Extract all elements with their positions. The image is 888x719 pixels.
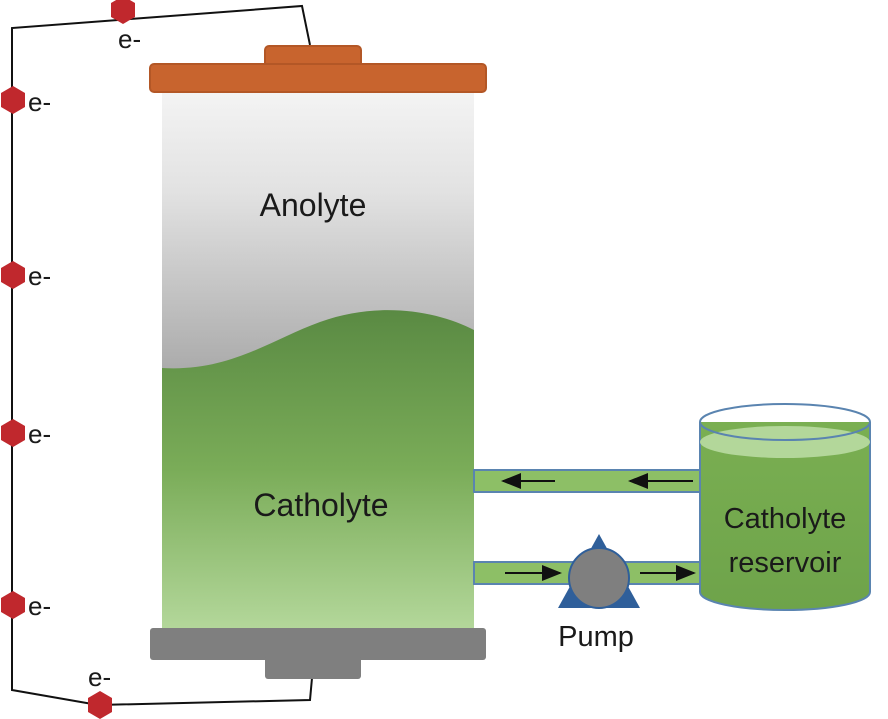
lid (149, 63, 487, 93)
electron-icon (1, 261, 25, 289)
electron-6 (88, 691, 112, 719)
electron-icon (1, 86, 25, 114)
electron-label: e- (118, 24, 141, 54)
base-plate (150, 628, 486, 660)
electron-2 (1, 86, 25, 114)
electron-1 (111, 0, 135, 24)
electron-icon (1, 419, 25, 447)
reservoir-liquid-surface (700, 426, 870, 458)
electron-label: e- (28, 87, 51, 117)
base-foot (265, 655, 361, 679)
electron-icon (88, 691, 112, 719)
electron-label: e- (28, 419, 51, 449)
electron-5 (1, 591, 25, 619)
electron-label: e- (28, 261, 51, 291)
electron-3 (1, 261, 25, 289)
catholyte-label: Catholyte (253, 487, 388, 523)
catholyte-region (162, 310, 474, 628)
reservoir-label-line1: Catholyte (724, 503, 847, 535)
pump-label: Pump (558, 621, 634, 653)
electron-label: e- (28, 591, 51, 621)
electron-label: e- (88, 662, 111, 692)
electron-icon (111, 0, 135, 24)
electron-icon (1, 591, 25, 619)
reservoir-label-line2: reservoir (729, 547, 842, 579)
reservoir-body (699, 422, 871, 611)
pump-body (568, 547, 630, 609)
anolyte-label: Anolyte (260, 187, 367, 223)
electron-4 (1, 419, 25, 447)
external-wire (11, 4, 313, 707)
reservoir-rim (699, 403, 871, 441)
